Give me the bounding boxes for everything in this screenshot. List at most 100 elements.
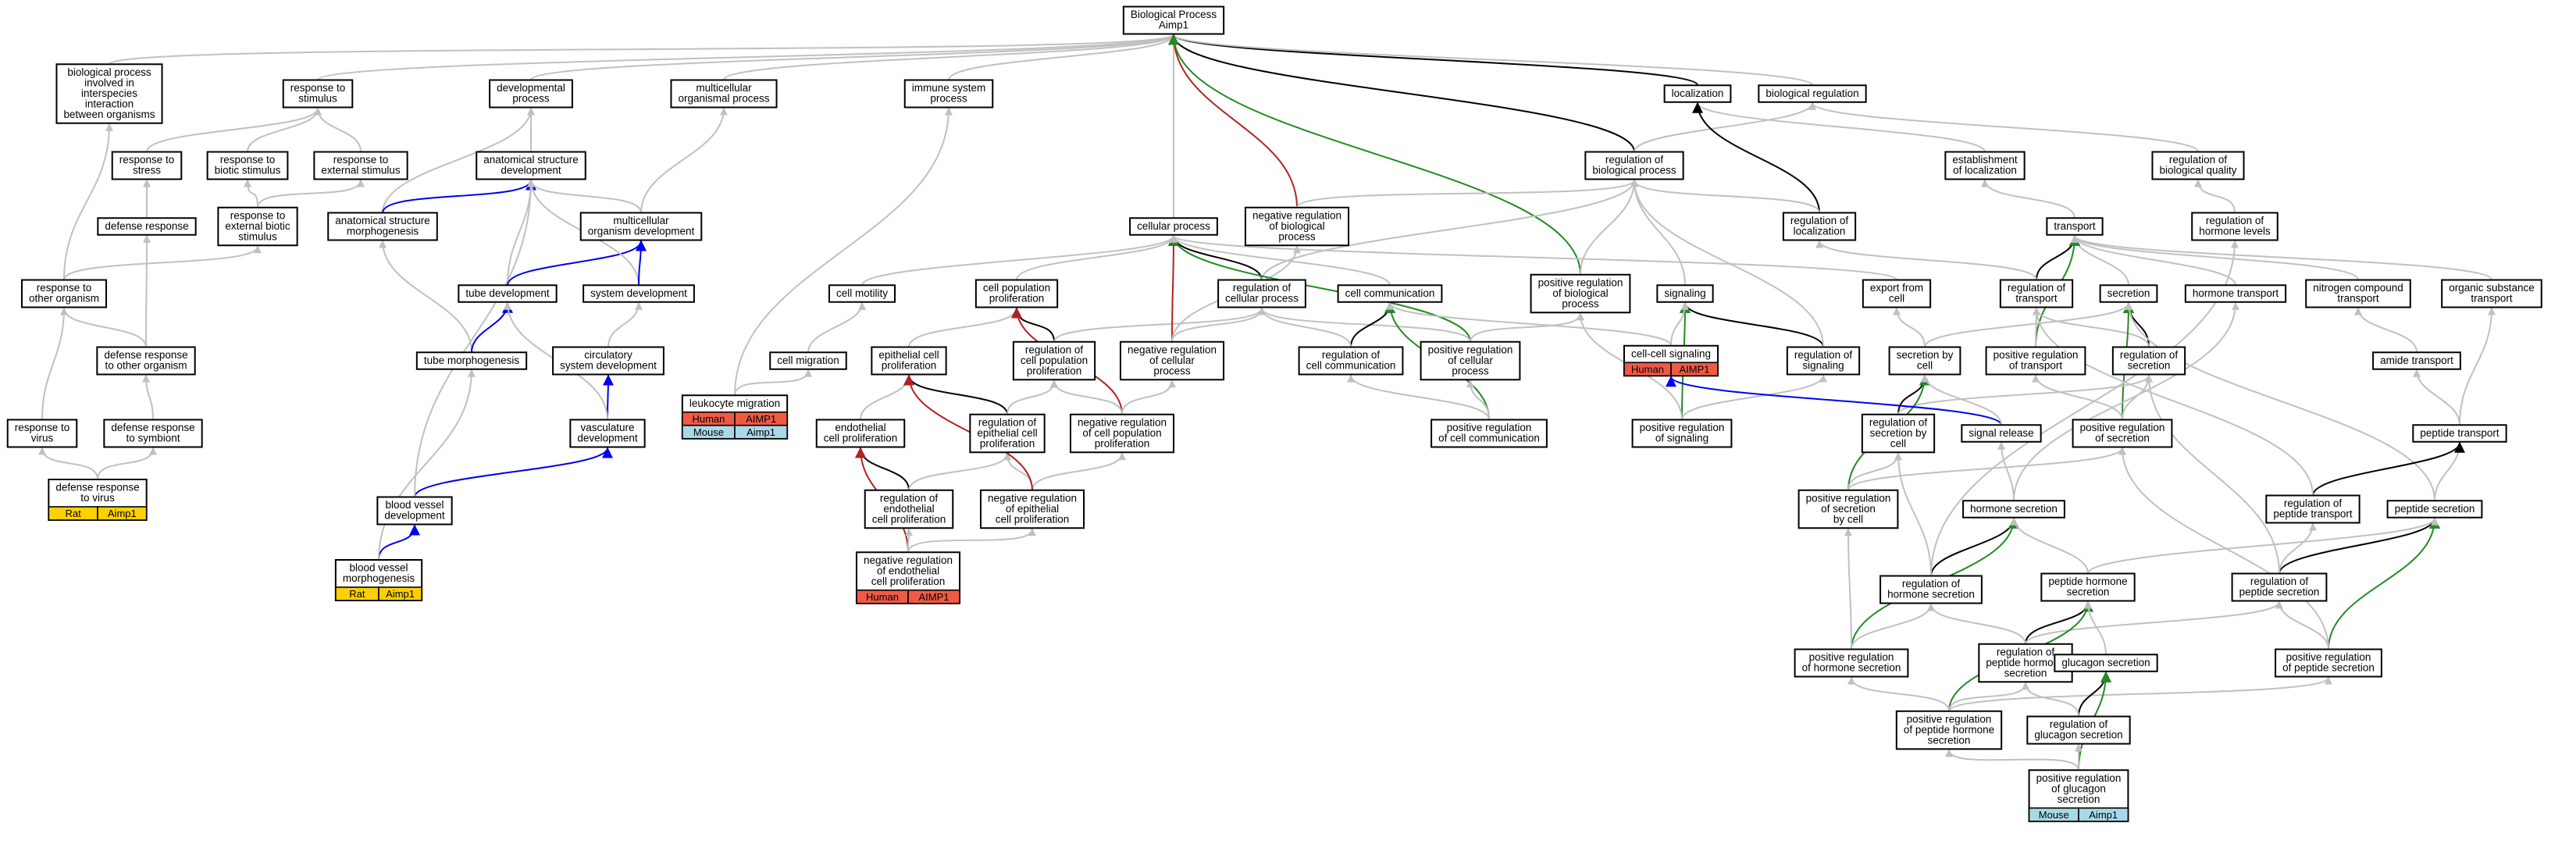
annotation-gene: Aimp1 — [108, 508, 137, 519]
term-label-line: proliferation — [989, 293, 1045, 305]
term-box — [206, 151, 289, 180]
term-label-line: positive regulation — [1640, 422, 1725, 433]
term-label-line: positive regulation — [1993, 349, 2079, 361]
term-label-line: development — [501, 165, 561, 176]
term-label-line: response to — [333, 154, 389, 166]
term-label-line: cellular process — [1137, 220, 1210, 232]
annotation-gene: AIMP1 — [1680, 363, 1710, 375]
term-label-line: regulation of — [2008, 282, 2066, 294]
term-box — [979, 489, 1085, 529]
term-label-line: regulation of — [2206, 215, 2264, 226]
term-box — [6, 419, 78, 448]
annotation-species: Human — [866, 591, 899, 603]
term-label-line: of localization — [1953, 165, 2017, 176]
term-label-line: organismal process — [678, 93, 769, 105]
edge-reg-epi-to-epi-prolif — [903, 374, 1008, 415]
annotation-cell — [97, 506, 148, 521]
term-box — [2275, 648, 2382, 678]
term-label-line: morphogenesis — [343, 572, 415, 584]
edge-pos-reg-cell-to-cell-proc — [1168, 234, 1471, 342]
term-box — [2040, 572, 2136, 602]
term-box — [476, 151, 586, 180]
edge-blood-morph-to-blood-dev — [378, 524, 420, 561]
term-label-line: cell migration — [777, 355, 839, 366]
term-label-line: biological regulation — [1765, 87, 1858, 99]
term-label-line: hormone secretion — [1970, 503, 2058, 515]
term-box — [1298, 346, 1404, 376]
edge-pos-reg-gluc-to-pos-reg-pep-horm — [1945, 749, 2079, 771]
edge-reg-transport-to-transport — [2036, 234, 2080, 280]
term-label-line: establishment — [1952, 154, 2018, 166]
edge-neg-reg-cell-to-reg-cell-proc — [1171, 307, 1266, 342]
term-box — [1122, 5, 1225, 35]
term-box — [2441, 279, 2542, 308]
go-term-cell-comm: cell communication — [1337, 284, 1443, 303]
edge-pos-reg-comm-to-pos-reg-cell — [1466, 380, 1490, 420]
edge-horm-transport-to-transport — [2071, 234, 2236, 286]
edge-horm-sec-to-sig-release — [1997, 441, 2015, 501]
edges-layer — [38, 34, 2496, 771]
term-box — [2191, 212, 2278, 241]
term-label-line: of glucagon — [2051, 782, 2106, 794]
term-box — [1758, 84, 1867, 103]
edge-pep-sec-to-secretion — [2125, 301, 2435, 501]
annotation-species: Rat — [349, 588, 365, 600]
edge-def-symb-to-def-other — [142, 374, 154, 420]
term-label-line: transport — [2054, 220, 2096, 232]
term-box — [828, 284, 896, 303]
edge-sys-dev-to-multi-dev — [635, 240, 647, 286]
edge-bpinv-to-root — [109, 34, 1178, 66]
edge-neg-reg-bio-to-reg-bio — [1296, 179, 1638, 208]
edge-cell-mig-to-cell-mot — [807, 301, 866, 353]
term-box — [1794, 648, 1909, 678]
edge-reg-endo-to-reg-epi — [908, 452, 1011, 490]
term-label-line: regulation of — [2169, 154, 2228, 166]
term-label-line: system development — [590, 287, 687, 299]
edge-reg-cell-proc-to-reg-bio — [1261, 179, 1638, 280]
term-box — [1944, 151, 2026, 180]
edge-export-to-cell-proc — [1170, 234, 1897, 281]
edge-pos-reg-bio-to-root — [1168, 34, 1581, 275]
edge-gluc-sec-to-pep-horm-sec — [2084, 600, 2107, 655]
term-label-line: positive regulation — [1447, 422, 1532, 433]
annotation-cell — [907, 589, 960, 604]
edge-neg-reg-endo-to-reg-endo — [904, 528, 913, 553]
term-label-line: glucagon secretion — [2061, 657, 2150, 668]
term-label-line: glucagon secretion — [2034, 729, 2122, 741]
edge-pos-reg-horm-sec-to-pos-reg-sec-cell — [1844, 528, 1853, 650]
edge-sig-release-to-cc-signal — [1666, 376, 2002, 426]
term-label-line: interspecies — [81, 87, 137, 99]
term-label-line: process — [1452, 365, 1489, 376]
term-label-line: blood vessel — [385, 499, 444, 511]
term-box — [1782, 212, 1857, 241]
term-label-line: anatomical structure — [335, 215, 430, 226]
edge-neg-reg-cell-to-cell-proc — [1167, 234, 1179, 342]
term-label-line: negative regulation — [1078, 416, 1167, 428]
term-label-line: secretion — [2067, 586, 2110, 598]
term-label-line: regulation of — [978, 416, 1037, 428]
term-label-line: regulation of — [1790, 215, 1849, 226]
term-label-line: interaction — [85, 98, 134, 109]
edge-epi-prolif-to-cell-pop — [908, 307, 1021, 347]
annotation-cell — [1670, 362, 1719, 377]
term-label-line: proliferation — [1095, 437, 1150, 449]
edge-estab-loc-to-localization — [1694, 102, 1986, 152]
term-label-line: of biological — [1552, 287, 1608, 299]
edge-tube-dev-to-multi-dev — [507, 240, 647, 286]
annotation-cell — [734, 424, 788, 440]
edge-def-virus-to-def-symb — [97, 447, 157, 480]
term-label-line: epithelial cell — [977, 427, 1037, 439]
term-label-line: secretion — [2128, 360, 2171, 372]
